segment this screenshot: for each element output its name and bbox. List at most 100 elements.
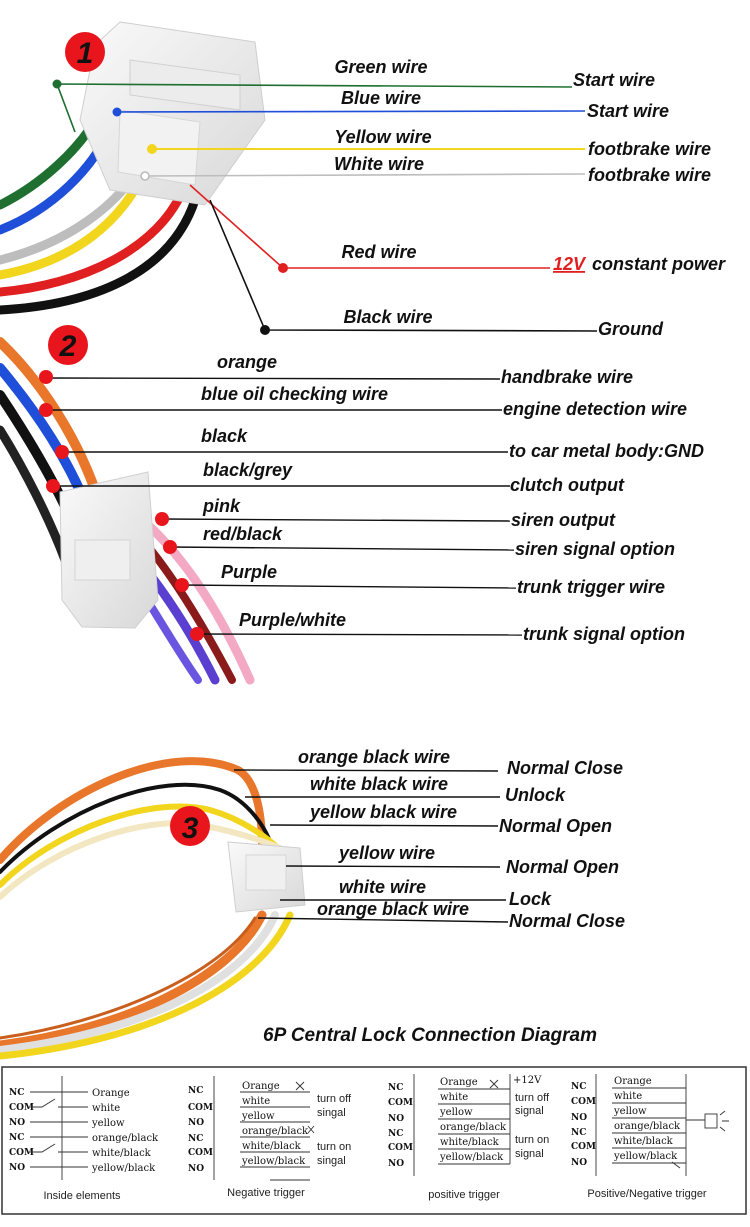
positive-orange: Orange <box>440 1077 478 1088</box>
pin-nc-2: NC <box>571 1128 586 1138</box>
inside-white-black: white/black <box>92 1148 152 1159</box>
section-2-connector <box>59 471 159 629</box>
negative-orange-black: orange/black <box>242 1126 309 1137</box>
positive-yellow-black: yellow/black <box>439 1152 504 1163</box>
section-2-labels: orange handbrake wire blue oil checking … <box>201 352 704 644</box>
posneg-white-black: white/black <box>614 1136 674 1147</box>
section-2-badge: 2 <box>48 325 88 365</box>
inside-orange-black: orange/black <box>92 1133 159 1144</box>
section-3-leaders <box>233 769 509 923</box>
blue-wire-label: Blue wire <box>341 88 421 108</box>
posneg-yellow: yellow <box>613 1106 647 1117</box>
negative-caption: Negative trigger <box>227 1187 305 1199</box>
negative-turn-on: turn on <box>317 1141 351 1153</box>
ground-label: Ground <box>598 319 664 339</box>
positive-turn-on: turn on <box>515 1134 549 1146</box>
pin-nc-1: NC <box>388 1083 403 1093</box>
negative-pins: NC COM NO NC COM NO <box>188 1086 213 1174</box>
pin-nc-2: NC <box>188 1134 203 1144</box>
inside-orange: Orange <box>92 1088 130 1099</box>
section-2-leaders <box>45 377 523 636</box>
negative-turn-off: turn off <box>317 1093 352 1105</box>
negative-singal-2: singal <box>317 1155 346 1167</box>
section-1-leaders <box>52 79 598 335</box>
pin-no-1: NO <box>388 1114 404 1124</box>
panel-negative-trigger: NC COM NO NC COM NO Orange white yellow … <box>188 1076 352 1199</box>
positive-labels: Orange white yellow orange/black white/b… <box>439 1075 550 1163</box>
section-1: 1 Green wire Start wire Blue wire Start … <box>0 21 726 339</box>
inside-yellow: yellow <box>91 1118 125 1129</box>
pink-label: pink <box>202 496 241 516</box>
red-wire-label: Red wire <box>341 242 416 262</box>
normal-open-label-2: Normal Open <box>506 857 619 877</box>
trunk-signal-option-label: trunk signal option <box>523 624 685 644</box>
positive-yellow: yellow <box>439 1107 473 1118</box>
black-grey-label: black/grey <box>203 460 293 480</box>
badge-number: 1 <box>77 37 94 70</box>
posneg-pins: NC COM NO NC COM NO <box>571 1082 596 1168</box>
inside-labels: Orange white yellow orange/black white/b… <box>91 1088 159 1174</box>
yellow-black-wire-label: yellow black wire <box>309 802 457 822</box>
pin-no-2: NO <box>571 1158 587 1168</box>
normal-open-label-1: Normal Open <box>499 816 612 836</box>
pin-com-1: COM <box>9 1103 34 1113</box>
pin-com-2: COM <box>9 1148 34 1158</box>
green-wire-label: Green wire <box>334 57 427 77</box>
inside-caption: Inside elements <box>43 1190 121 1202</box>
section-2-dots <box>39 370 204 641</box>
panel-positive-trigger: NC COM NO NC COM NO Orange white yellow … <box>388 1074 550 1201</box>
negative-lines <box>213 1076 315 1181</box>
orange-label: orange <box>217 352 277 372</box>
pin-nc-2: NC <box>9 1133 24 1143</box>
pin-com-1: COM <box>188 1103 213 1113</box>
negative-orange: Orange <box>242 1081 280 1092</box>
yellow-wire-label: Yellow wire <box>334 127 431 147</box>
section-1-labels: Green wire Start wire Blue wire Start wi… <box>334 57 726 339</box>
red-black-label: red/black <box>203 524 283 544</box>
negative-white-black: white/black <box>242 1141 302 1152</box>
constant-power-label: constant power <box>592 254 726 274</box>
positive-caption: positive trigger <box>428 1189 500 1201</box>
yellow-wire-label: yellow wire <box>338 843 435 863</box>
panel-inside-elements: NC COM NO NC COM NO Orange white yellow … <box>9 1076 159 1202</box>
positive-signal-2: signal <box>515 1148 544 1160</box>
section-1-connector <box>79 21 266 206</box>
badge-number: 2 <box>59 330 77 363</box>
pin-com-2: COM <box>388 1143 413 1153</box>
negative-white: white <box>242 1096 270 1107</box>
start-wire-label-2: Start wire <box>587 101 669 121</box>
pin-com-1: COM <box>571 1097 596 1107</box>
negative-yellow-black: yellow/black <box>241 1156 306 1167</box>
pin-no-2: NO <box>9 1163 25 1173</box>
orange-black-wire-label-1: orange black wire <box>298 747 450 767</box>
negative-singal-1: singal <box>317 1107 346 1119</box>
pin-no-2: NO <box>388 1159 404 1169</box>
section-3-badge: 3 <box>170 806 210 846</box>
positive-white-black: white/black <box>440 1137 500 1148</box>
positive-signal-1: signal <box>515 1105 544 1117</box>
footbrake-wire-label-1: footbrake wire <box>588 139 711 159</box>
footbrake-wire-label-2: footbrake wire <box>588 165 711 185</box>
car-metal-body-gnd-label: to car metal body:GND <box>509 441 704 461</box>
normal-close-label-2: Normal Close <box>509 911 625 931</box>
start-wire-label-1: Start wire <box>573 70 655 90</box>
lock-label: Lock <box>509 889 552 909</box>
unlock-label: Unlock <box>505 785 566 805</box>
section-1-badge: 1 <box>65 32 105 72</box>
positive-pins: NC COM NO NC COM NO <box>388 1083 413 1169</box>
twelve-volt-label: 12V <box>553 254 587 274</box>
badge-number: 3 <box>182 812 199 845</box>
pin-nc-2: NC <box>388 1129 403 1139</box>
pin-com-1: COM <box>388 1098 413 1108</box>
blue-oil-checking-wire-label: blue oil checking wire <box>201 384 388 404</box>
pin-nc-1: NC <box>188 1086 203 1096</box>
positive-12v: +12V <box>513 1075 542 1086</box>
inside-white: white <box>92 1103 120 1114</box>
pin-com-2: COM <box>571 1142 596 1152</box>
negative-yellow: yellow <box>241 1111 275 1122</box>
handbrake-wire-label: handbrake wire <box>501 367 633 387</box>
posneg-yellow-black: yellow/black <box>613 1151 678 1162</box>
pin-nc-1: NC <box>9 1088 24 1098</box>
white-wire-label: White wire <box>334 154 424 174</box>
clutch-output-label: clutch output <box>510 475 625 495</box>
